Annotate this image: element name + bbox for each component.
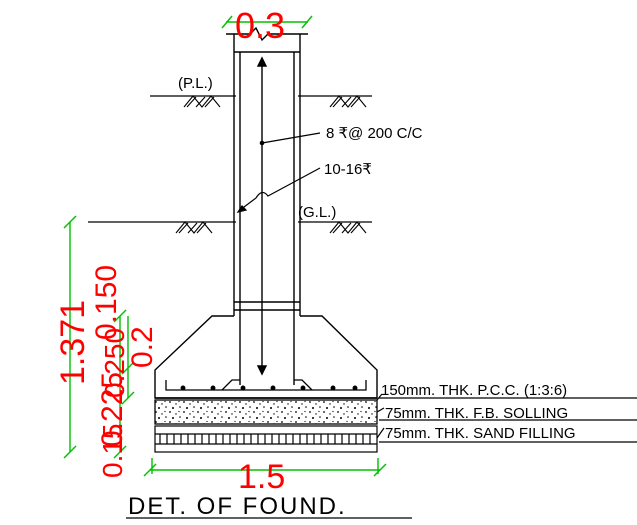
footing-width-dim: 1.5 bbox=[238, 458, 285, 496]
fb-soling-label: 75mm. THK. F.B. SOLLING bbox=[385, 405, 568, 422]
main-bars-label: 10-16₹ bbox=[324, 161, 372, 178]
pcc-label: 150mm. THK. P.C.C. (1:3:6) bbox=[381, 382, 567, 399]
dimension-lines bbox=[63, 15, 387, 477]
soling-depth-dim: 0.225 bbox=[96, 372, 129, 447]
leader-lines bbox=[236, 132, 637, 443]
slope-depth-dim: 0.2 bbox=[126, 326, 159, 368]
column-width-dim: 0.3 bbox=[235, 5, 285, 46]
sand-filling-label: 75mm. THK. SAND FILLING bbox=[385, 425, 576, 442]
footing-thickness-dim: 0.250 bbox=[99, 328, 130, 398]
fb-soling-layer bbox=[154, 399, 378, 425]
earth-hatch-symbols bbox=[175, 95, 367, 234]
column-outline bbox=[226, 26, 308, 385]
plinth-level-label: (P.L.) bbox=[178, 75, 213, 92]
footing-reinforcement bbox=[165, 379, 367, 391]
ground-level-label: (G.L.) bbox=[298, 204, 336, 221]
base-layer-dim: 0.15 bbox=[97, 424, 128, 479]
footing-outline bbox=[154, 315, 378, 399]
overall-height-dim: 1.371 bbox=[54, 300, 92, 385]
stirrup-label: 8 ₹@ 200 C/C bbox=[326, 125, 423, 142]
pedestal-depth-dim: 0.150 bbox=[90, 265, 123, 340]
drawing-title: DET. OF FOUND. bbox=[128, 493, 347, 520]
sand-filling-layer bbox=[154, 425, 378, 453]
